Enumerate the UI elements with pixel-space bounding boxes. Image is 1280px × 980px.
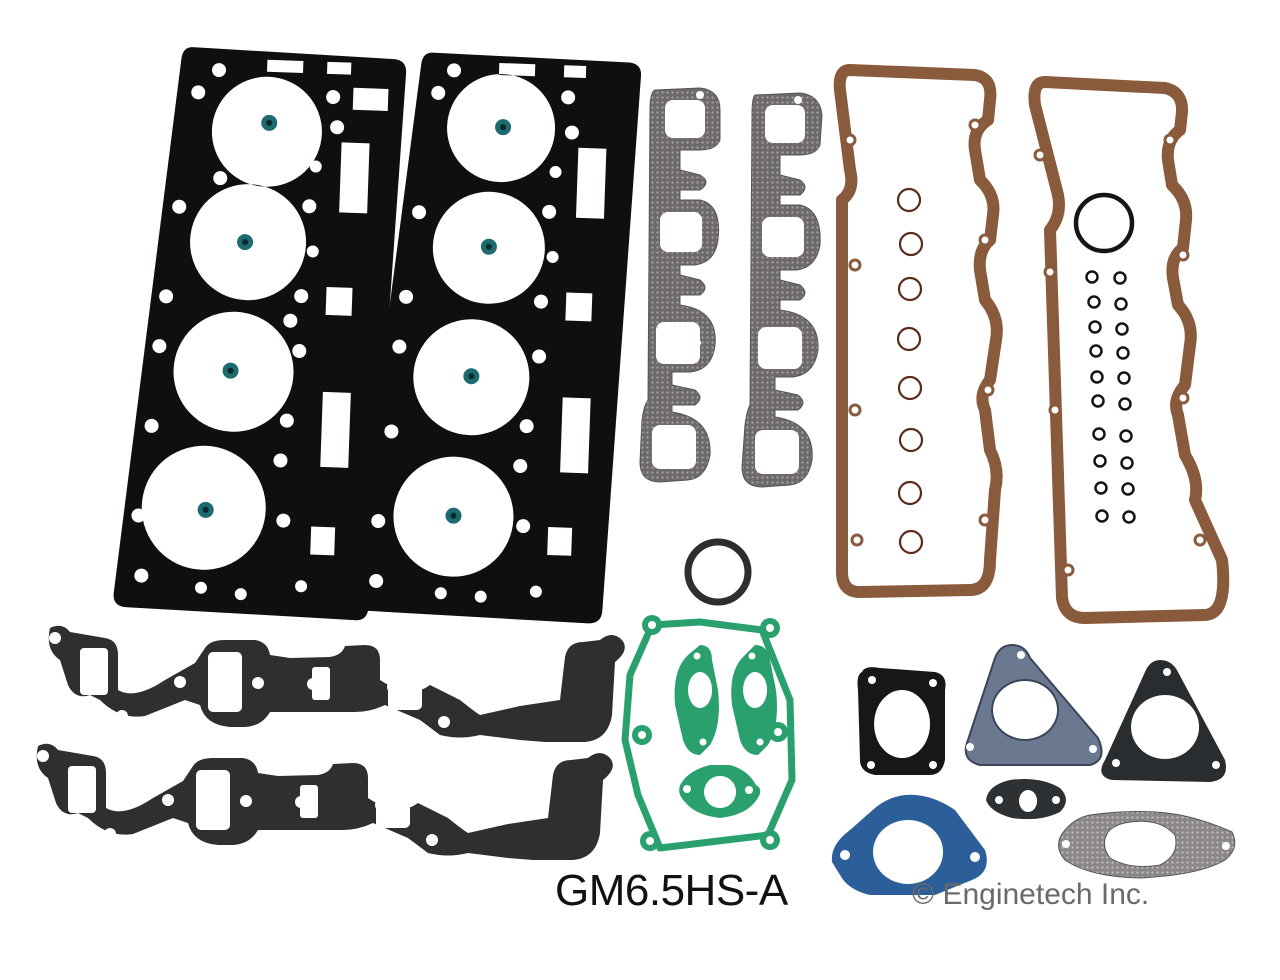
slate-triangle-gasket [964,643,1103,766]
seal-ring [684,538,752,606]
valve-cover-gasket-right [1028,76,1230,624]
exhaust-gasket-left [639,87,721,483]
copyright-label: © Enginetech Inc. [912,878,1150,911]
green-front-cover-gasket [621,615,796,852]
small-o-rings [1085,270,1136,524]
dark-square-gasket [857,667,946,775]
part-number-label: GM6.5HS-A [555,866,788,915]
valve-seals-left [197,114,278,518]
exhaust-flange-gasket [1058,811,1236,879]
large-o-ring [1073,192,1135,254]
intake-gasket-bottom [36,743,613,860]
exhaust-gasket-right [741,92,823,488]
intake-gasket-top [48,625,625,742]
valve-cover-gasket-left [833,64,1003,598]
valve-seals-right [445,119,512,524]
small-oval-gasket [986,779,1066,820]
dark-triangle-gasket [1101,660,1226,782]
blue-flange-gasket [831,794,987,895]
valve-cover-o-rings [896,187,924,555]
head-gasket-left [113,47,407,621]
head-gasket-right [351,52,642,624]
